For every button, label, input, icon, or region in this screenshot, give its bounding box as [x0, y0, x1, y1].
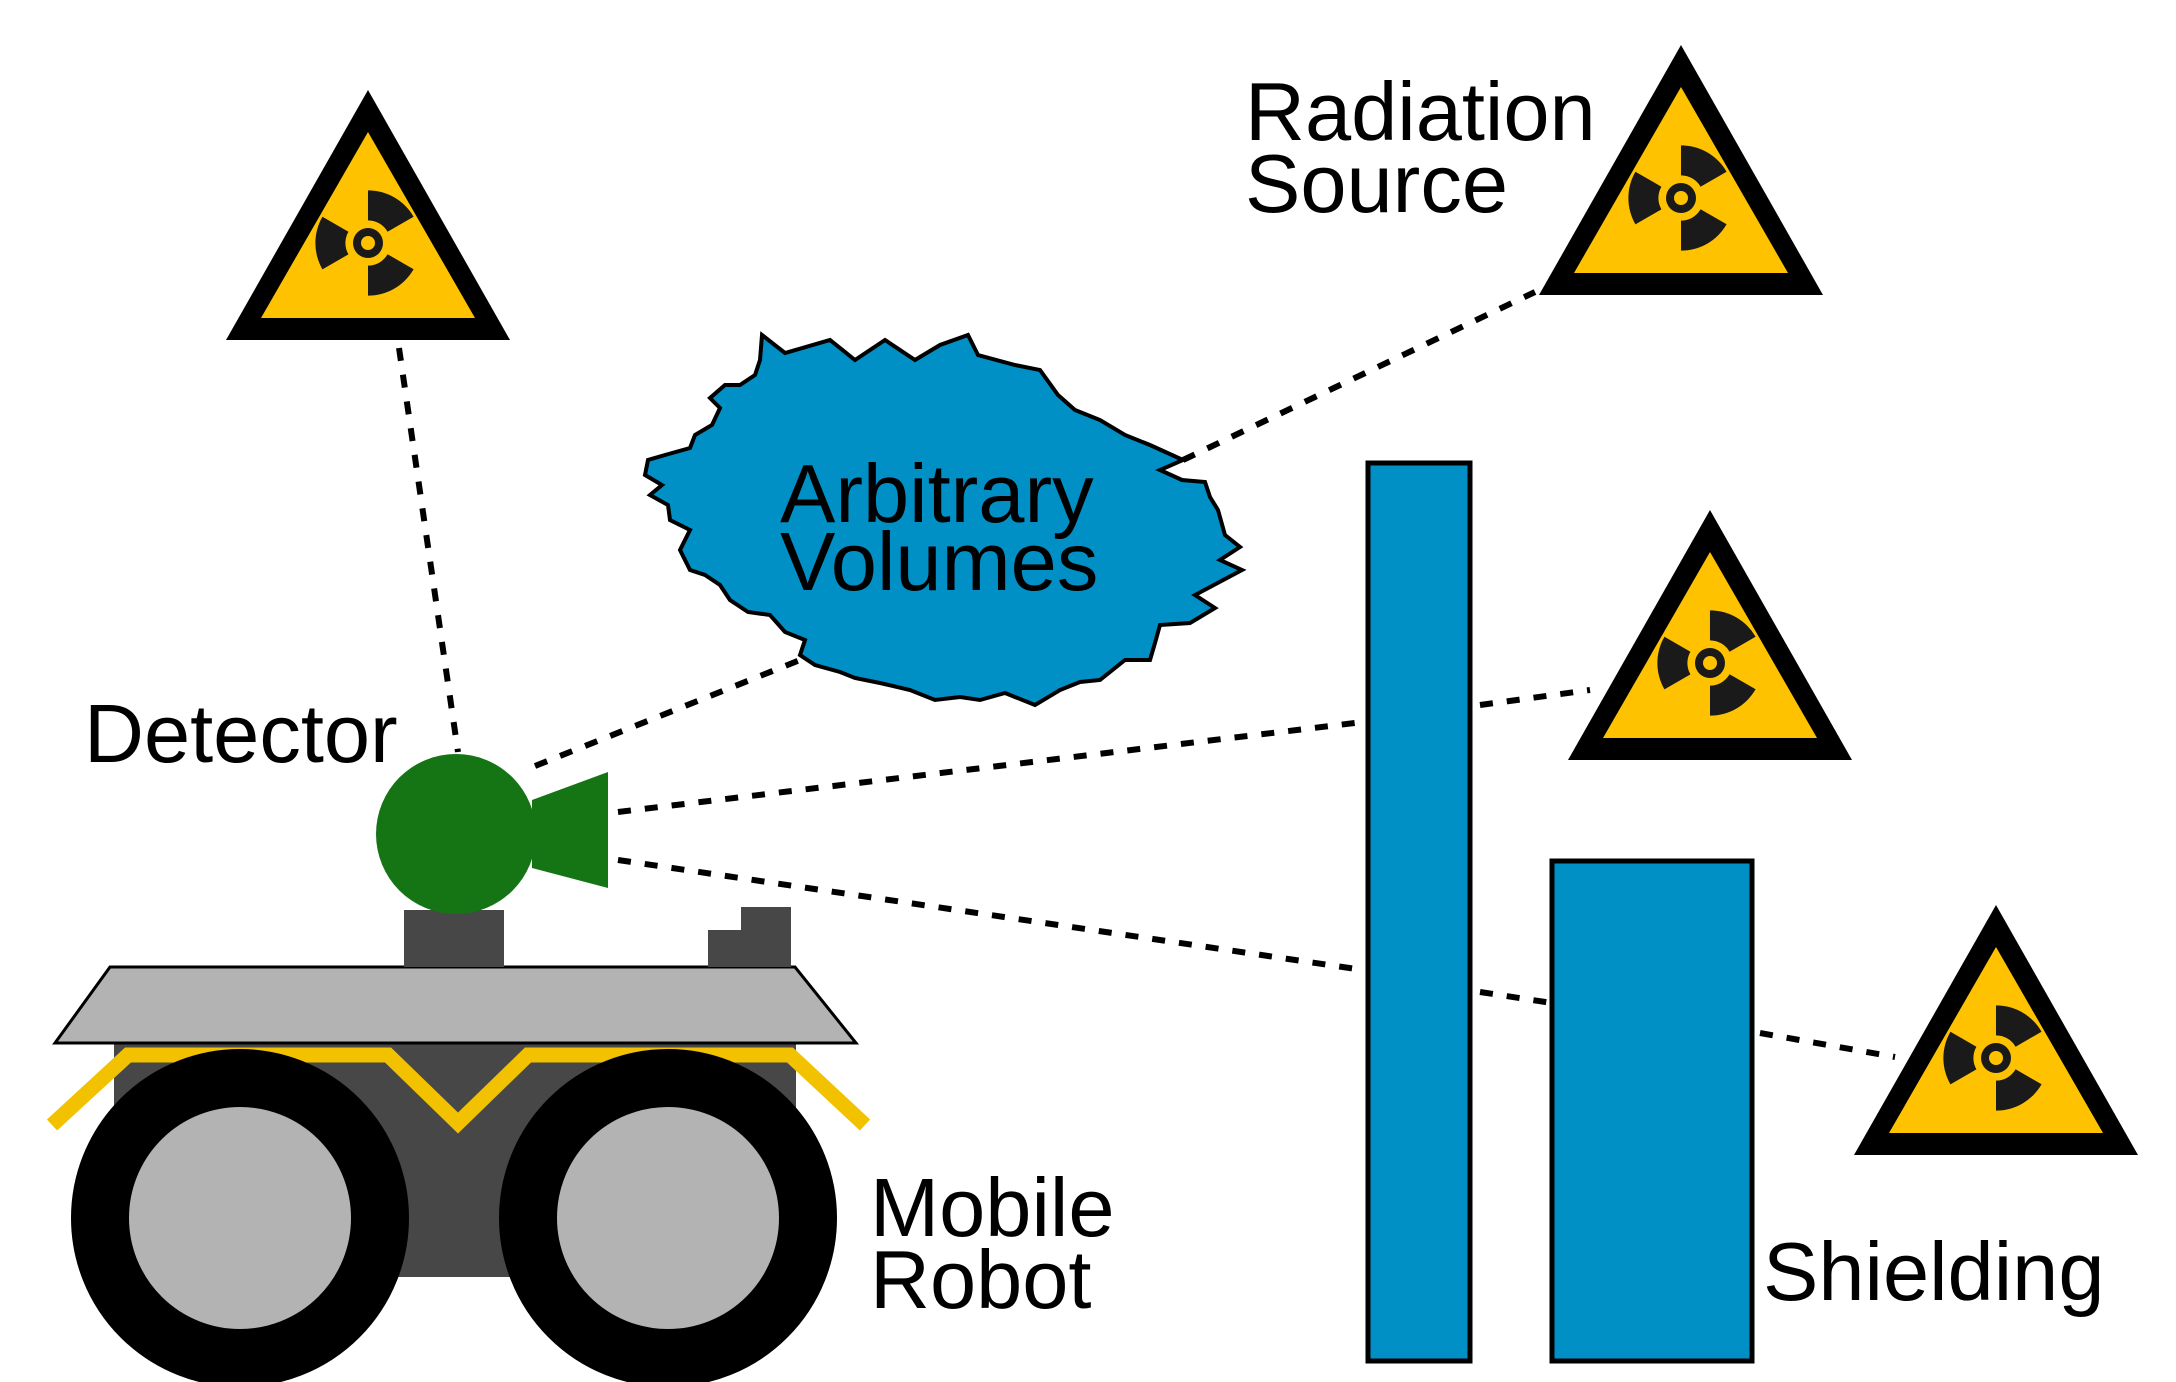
detector-head	[376, 754, 536, 914]
mobile-robot-label-line2: Robot	[870, 1233, 1091, 1326]
radiation-warning-icon	[1568, 510, 1852, 760]
ray-detector-to-top-left-source	[396, 347, 461, 753]
radiation-source-label-line1: Radiation	[1245, 65, 1596, 158]
mobile-robot-label-line1: Mobile	[870, 1161, 1115, 1254]
robot-wheel-left	[71, 1049, 409, 1382]
radiation-warning-icon	[1854, 905, 2138, 1155]
short-shield	[1549, 858, 1755, 1364]
ray-between-shields	[1479, 989, 1553, 1006]
robot-deck	[52, 965, 860, 1045]
radiation-source-label-line2: Source	[1245, 137, 1508, 230]
detector-cone	[532, 772, 608, 888]
robot-wheel-right	[499, 1049, 837, 1382]
detector-label: Detector	[84, 687, 398, 780]
robot-antenna-large	[741, 907, 791, 967]
arbitrary-volumes-label-line2: Volumes	[780, 515, 1098, 608]
shielding-label: Shielding	[1763, 1225, 2104, 1318]
tall-shield	[1365, 460, 1473, 1364]
ray-to-tall-shield	[617, 719, 1364, 815]
arbitrary-volume-shape	[642, 331, 1247, 708]
ray-short-shield-to-bottom-source	[1759, 1030, 1896, 1060]
radiation-warning-icon	[226, 90, 510, 340]
robot-bumper	[46, 1047, 871, 1134]
ray-to-volume	[533, 655, 807, 769]
ray-volume-to-top-right-source	[1181, 289, 1537, 463]
ray-tall-shield-to-mid-source	[1479, 687, 1591, 708]
detector-mount	[404, 910, 504, 967]
robot-antenna-small	[708, 930, 743, 967]
arbitrary-volumes-label-line1: Arbitrary	[780, 447, 1094, 540]
ray-to-tall-shield-lower	[617, 857, 1364, 973]
mobile-robot	[46, 907, 871, 1382]
detector	[376, 754, 608, 914]
